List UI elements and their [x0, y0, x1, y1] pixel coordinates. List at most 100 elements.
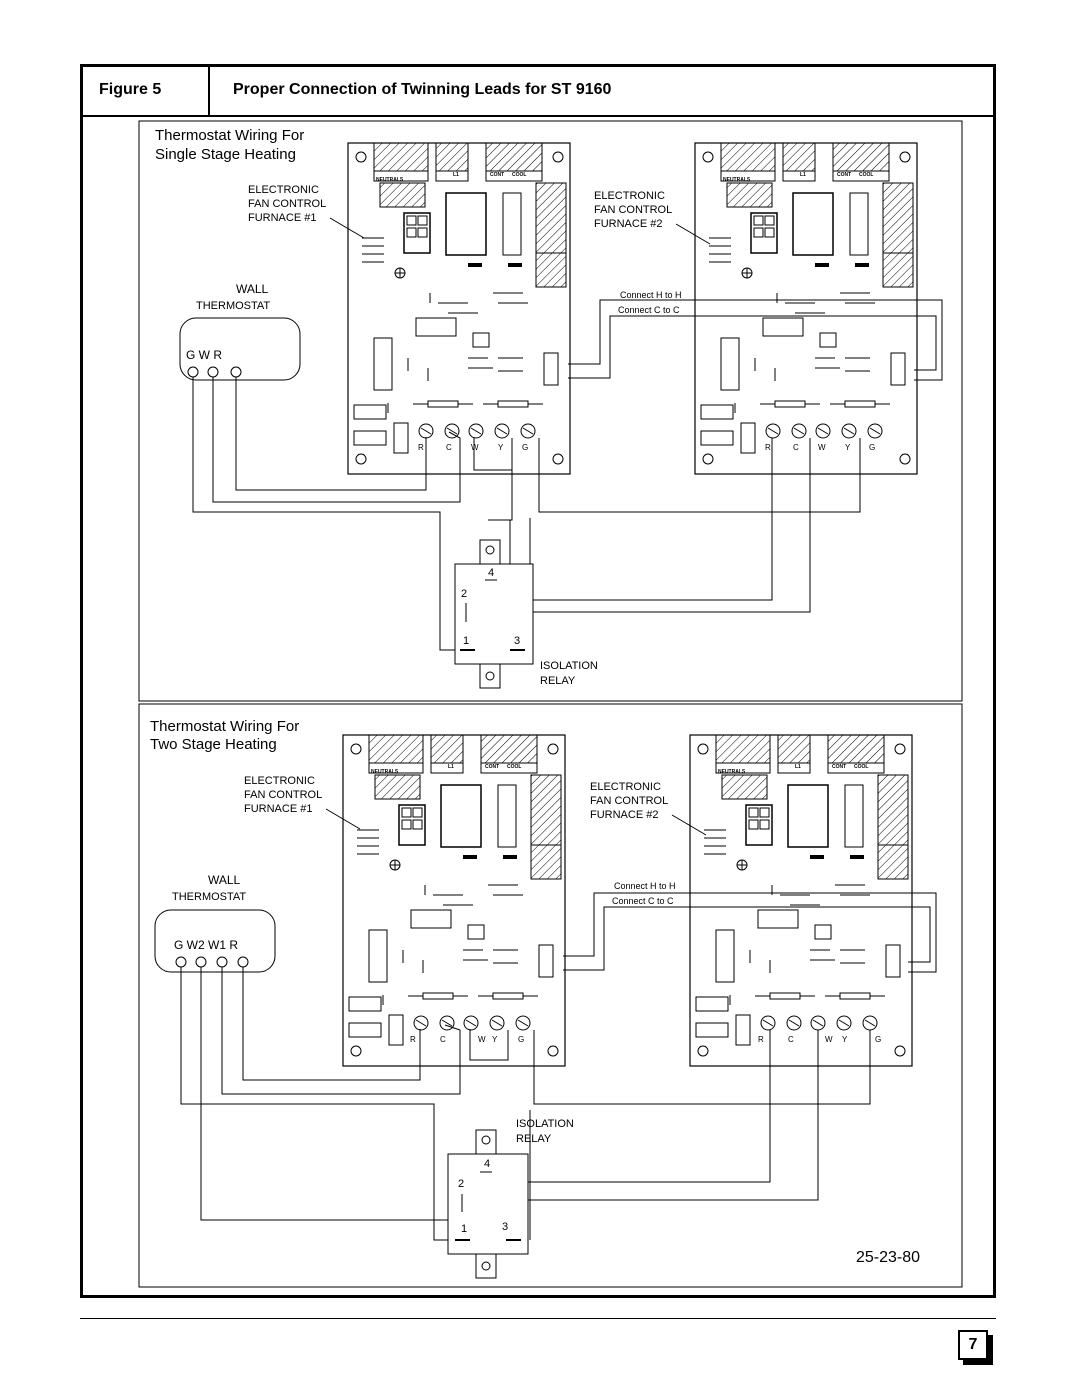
svg-text:W: W [825, 1035, 833, 1044]
isolation-relay-top: 4 2 1 3 ISOLATION RELAY [454, 539, 598, 689]
svg-text:C: C [793, 443, 799, 452]
svg-text:Connect C to C: Connect C to C [612, 896, 674, 906]
svg-text:R: R [418, 443, 424, 452]
svg-text:FAN CONTROL: FAN CONTROL [248, 198, 326, 210]
svg-text:Connect H to H: Connect H to H [620, 290, 682, 300]
svg-text:CONT: CONT [837, 172, 851, 178]
fan-control-board-2 [694, 142, 918, 475]
top-section-title-1: Thermostat Wiring For [155, 127, 304, 144]
connect-labels-bottom: Connect H to H Connect C to C [612, 881, 676, 906]
figure-label: Figure 5 [99, 81, 162, 98]
svg-text:NEUTRALS: NEUTRALS [718, 769, 746, 775]
svg-text:THERMOSTAT: THERMOSTAT [172, 891, 246, 903]
top-section-title-2: Single Stage Heating [155, 146, 296, 163]
svg-text:COOL: COOL [854, 764, 868, 770]
svg-text:C: C [446, 443, 452, 452]
terminal-labels-bottom: R C W Y G R C W Y G [410, 1035, 881, 1044]
bottom-section-box [138, 703, 963, 1288]
svg-text:1: 1 [461, 1223, 467, 1235]
page-number-badge: 7 [958, 1330, 996, 1368]
svg-text:THERMOSTAT: THERMOSTAT [196, 300, 270, 312]
svg-text:G W R: G W R [186, 348, 222, 362]
fan-control-board-3 [342, 734, 566, 1067]
bottom-section-title-2: Two Stage Heating [150, 736, 277, 753]
svg-text:FURNACE #1: FURNACE #1 [248, 212, 316, 224]
svg-text:FAN CONTROL: FAN CONTROL [590, 795, 668, 807]
figure-header: Figure 5 Proper Connection of Twinning L… [83, 67, 993, 117]
svg-text:R: R [765, 443, 771, 452]
svg-text:RELAY: RELAY [540, 675, 576, 687]
svg-text:FURNACE #2: FURNACE #2 [594, 218, 662, 230]
svg-text:Y: Y [845, 443, 851, 452]
svg-text:FAN CONTROL: FAN CONTROL [594, 204, 672, 216]
svg-text:R: R [758, 1035, 764, 1044]
board-labels-bottom: NEUTRALS L1 CONT COOL NEUTRALS L1 CONT C… [371, 764, 868, 775]
svg-text:Connect H to H: Connect H to H [614, 881, 676, 891]
board2-callout-bottom: ELECTRONIC FAN CONTROL FURNACE #2 [590, 781, 707, 836]
svg-text:1: 1 [463, 635, 469, 647]
board1-callout-bottom: ELECTRONIC FAN CONTROL FURNACE #1 [244, 775, 361, 830]
svg-text:CONT: CONT [490, 172, 504, 178]
thermostat-top: WALL THERMOSTAT G W R [179, 282, 301, 381]
svg-text:L1: L1 [453, 172, 459, 178]
bottom-section-title-1: Thermostat Wiring For [150, 718, 299, 735]
svg-text:FURNACE #1: FURNACE #1 [244, 803, 312, 815]
board2-callout-top: ELECTRONIC FAN CONTROL FURNACE #2 [594, 190, 711, 245]
svg-text:CONT: CONT [485, 764, 499, 770]
svg-text:2: 2 [458, 1178, 464, 1190]
svg-text:L1: L1 [448, 764, 454, 770]
board1-callout-top: ELECTRONIC FAN CONTROL FURNACE #1 [248, 184, 365, 239]
board-labels-top: NEUTRALS L1 CONT COOL NEUTRALS L1 CONT C… [376, 172, 873, 183]
svg-text:ELECTRONIC: ELECTRONIC [248, 184, 319, 196]
isolation-relay-bottom: 4 2 1 3 ISOLATION RELAY [447, 1118, 574, 1279]
svg-text:G W2 W1 R: G W2 W1 R [174, 938, 238, 952]
svg-text:C: C [788, 1035, 794, 1044]
svg-text:W: W [478, 1035, 486, 1044]
svg-text:G: G [518, 1035, 524, 1044]
footer-rule [80, 1318, 996, 1319]
svg-text:R: R [410, 1035, 416, 1044]
svg-text:NEUTRALS: NEUTRALS [371, 769, 399, 775]
svg-text:ELECTRONIC: ELECTRONIC [244, 775, 315, 787]
svg-text:C: C [440, 1035, 446, 1044]
svg-text:NEUTRALS: NEUTRALS [376, 177, 404, 183]
svg-text:FAN CONTROL: FAN CONTROL [244, 789, 322, 801]
svg-text:NEUTRALS: NEUTRALS [723, 177, 751, 183]
svg-text:CONT: CONT [832, 764, 846, 770]
svg-text:Connect C to C: Connect C to C [618, 305, 680, 315]
top-section-box [138, 120, 963, 702]
svg-text:L1: L1 [795, 764, 801, 770]
svg-text:3: 3 [502, 1221, 508, 1233]
terminal-labels-top: R C W Y G R C W Y G [418, 443, 875, 452]
svg-text:RELAY: RELAY [516, 1133, 552, 1145]
svg-text:FURNACE #2: FURNACE #2 [590, 809, 658, 821]
svg-text:WALL: WALL [236, 282, 269, 296]
svg-text:G: G [875, 1035, 881, 1044]
svg-text:WALL: WALL [208, 873, 241, 887]
svg-text:ISOLATION: ISOLATION [516, 1118, 574, 1130]
svg-text:COOL: COOL [859, 172, 873, 178]
svg-text:Y: Y [842, 1035, 848, 1044]
svg-text:3: 3 [514, 635, 520, 647]
figure-frame: Figure 5 Proper Connection of Twinning L… [80, 64, 996, 1298]
svg-text:4: 4 [484, 1158, 490, 1170]
svg-text:COOL: COOL [512, 172, 526, 178]
svg-text:COOL: COOL [507, 764, 521, 770]
svg-text:Y: Y [498, 443, 504, 452]
thermostat-bottom: WALL THERMOSTAT G W2 W1 R [154, 873, 276, 973]
svg-text:Y: Y [492, 1035, 498, 1044]
svg-text:G: G [869, 443, 875, 452]
connect-labels-top: Connect H to H Connect C to C [618, 290, 682, 315]
page-number: 7 [958, 1330, 988, 1360]
figure-title: Proper Connection of Twinning Leads for … [233, 81, 612, 98]
svg-text:W: W [818, 443, 826, 452]
svg-text:ISOLATION: ISOLATION [540, 660, 598, 672]
wires-bottom [180, 892, 937, 1241]
drawing-number: 25-23-80 [856, 1249, 920, 1266]
fan-control-board-4 [689, 734, 913, 1067]
svg-text:ELECTRONIC: ELECTRONIC [590, 781, 661, 793]
svg-text:2: 2 [461, 588, 467, 600]
svg-text:L1: L1 [800, 172, 806, 178]
header-divider [208, 67, 210, 115]
